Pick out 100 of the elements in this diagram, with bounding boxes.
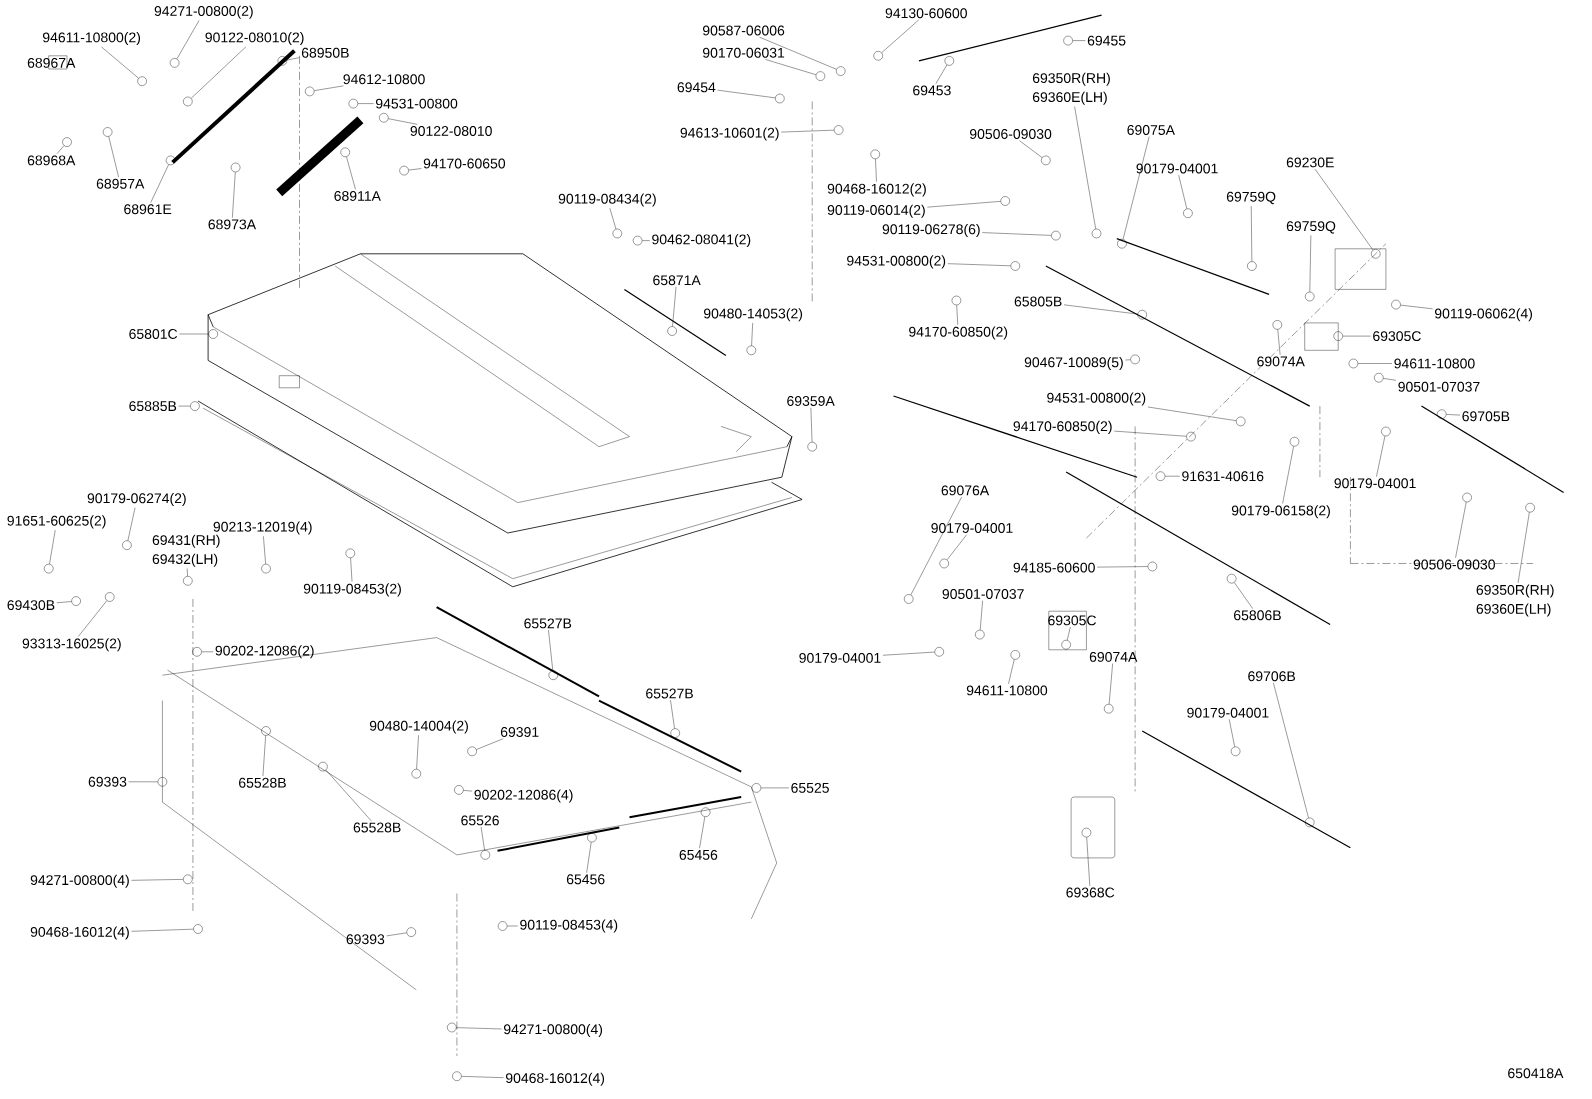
part-number: 650418A	[1508, 1068, 1564, 1079]
part-symbol	[939, 558, 949, 569]
part-symbol	[62, 137, 72, 147]
part-symbol	[807, 442, 817, 452]
part-number: 69430B	[7, 600, 55, 611]
part-symbol	[1374, 373, 1384, 383]
part-number: 69705B	[1462, 411, 1510, 422]
part-number: 69075A	[1127, 125, 1175, 135]
part-number: 94531-00800(2)	[1047, 392, 1146, 406]
leader-line	[262, 735, 266, 777]
part-symbol	[1183, 208, 1193, 218]
leader-line	[910, 496, 962, 596]
leader-line	[1008, 659, 1015, 684]
part-number: 94185-60600	[1013, 562, 1095, 573]
leader-line	[1108, 663, 1113, 705]
part-number: 94130-60600	[885, 8, 967, 19]
part-number: 68967A	[27, 57, 76, 68]
part-symbol	[746, 345, 756, 355]
part-symbol	[480, 850, 490, 860]
leader-line	[101, 46, 139, 79]
part-number: 69455	[1087, 35, 1126, 46]
part-symbol	[1081, 827, 1092, 838]
part-number: 65527B	[646, 688, 693, 699]
part-number: 93313-16025(2)	[22, 638, 121, 652]
part-symbol	[1226, 574, 1237, 584]
part-number: 90179-06274(2)	[87, 492, 186, 506]
leader-line	[314, 85, 344, 91]
part-symbol	[833, 125, 844, 135]
part-symbol	[873, 51, 883, 61]
leader-line	[1178, 174, 1187, 209]
leader-line	[461, 1076, 504, 1078]
part-number: 91631-40616	[1182, 471, 1264, 482]
part-symbol	[1155, 471, 1166, 481]
part-symbol	[836, 66, 846, 76]
part-symbol	[345, 548, 355, 558]
part-number: 90202-12086(4)	[474, 789, 573, 803]
part-symbol	[183, 96, 193, 107]
leader-line	[946, 534, 967, 560]
part-number: 90468-16012(4)	[30, 926, 129, 940]
part-symbol	[305, 86, 315, 97]
part-number: 94611-10800(2)	[42, 32, 140, 46]
leader-line	[1086, 837, 1090, 887]
part-number: 90122-08010	[410, 126, 492, 136]
part-symbol	[1348, 358, 1359, 369]
part-symbol	[1305, 291, 1315, 302]
part-number: 69431(RH) 69432(LH)	[152, 534, 220, 567]
leader-line	[1165, 476, 1180, 477]
part-number: 69706B	[1248, 671, 1296, 682]
part-number: 90468-16012(4)	[505, 1072, 605, 1086]
part-symbol	[1104, 704, 1114, 714]
part-symbol	[193, 924, 203, 934]
leader-line	[1273, 682, 1309, 819]
part-number: 69453	[913, 85, 951, 96]
part-symbol	[1525, 503, 1535, 513]
part-number: 90122-08010(2)	[205, 32, 304, 46]
leader-line	[875, 158, 877, 182]
part-symbol	[1041, 155, 1051, 166]
part-number: 69391	[500, 727, 539, 737]
part-symbol	[340, 147, 350, 157]
part-number: 90119-06062(4)	[1434, 308, 1532, 322]
part-symbol	[1247, 261, 1257, 271]
part-number: 90179-04001	[1334, 478, 1416, 489]
part-number: 90506-09030	[969, 129, 1052, 139]
leader-line	[386, 932, 407, 937]
part-symbol	[904, 594, 914, 604]
part-number: 90119-08434(2)	[558, 193, 656, 207]
leader-line	[507, 925, 518, 927]
part-symbol	[1063, 35, 1073, 46]
leader-line	[935, 64, 948, 84]
part-number: 68973A	[208, 219, 257, 230]
part-symbol	[632, 235, 643, 246]
leader-line	[609, 208, 617, 230]
leader-line	[178, 405, 191, 407]
part-number: 94271-00800(4)	[30, 874, 129, 888]
part-number: 94531-00800(2)	[847, 255, 946, 269]
leader-line	[476, 738, 504, 750]
part-number: 94271-00800(2)	[154, 5, 253, 19]
leader-line	[416, 735, 419, 770]
leader-line	[480, 826, 485, 851]
part-symbol	[1381, 426, 1391, 437]
leader-line	[881, 19, 919, 53]
part-symbol	[122, 540, 132, 550]
part-number: 69350R(RH) 69360E(LH)	[1032, 72, 1110, 105]
part-number: 94612-10800	[343, 74, 425, 85]
part-number: 65527B	[524, 618, 572, 629]
leader-line	[1122, 136, 1150, 240]
part-symbol	[1117, 239, 1127, 249]
part-number: 69359A	[787, 396, 835, 406]
leader-line	[751, 322, 753, 346]
leader-line	[982, 232, 1052, 236]
leader-line	[150, 164, 169, 203]
part-number: 90506-09030	[1413, 559, 1495, 570]
leader-line	[1314, 168, 1374, 251]
part-symbol	[1130, 354, 1140, 365]
leader-line	[456, 1027, 502, 1030]
leader-line	[760, 787, 790, 789]
part-number: 90501-07037	[1398, 381, 1480, 392]
part-number: 90501-07037	[942, 589, 1024, 599]
leader-line	[1383, 378, 1397, 381]
part-symbol	[1061, 640, 1071, 650]
